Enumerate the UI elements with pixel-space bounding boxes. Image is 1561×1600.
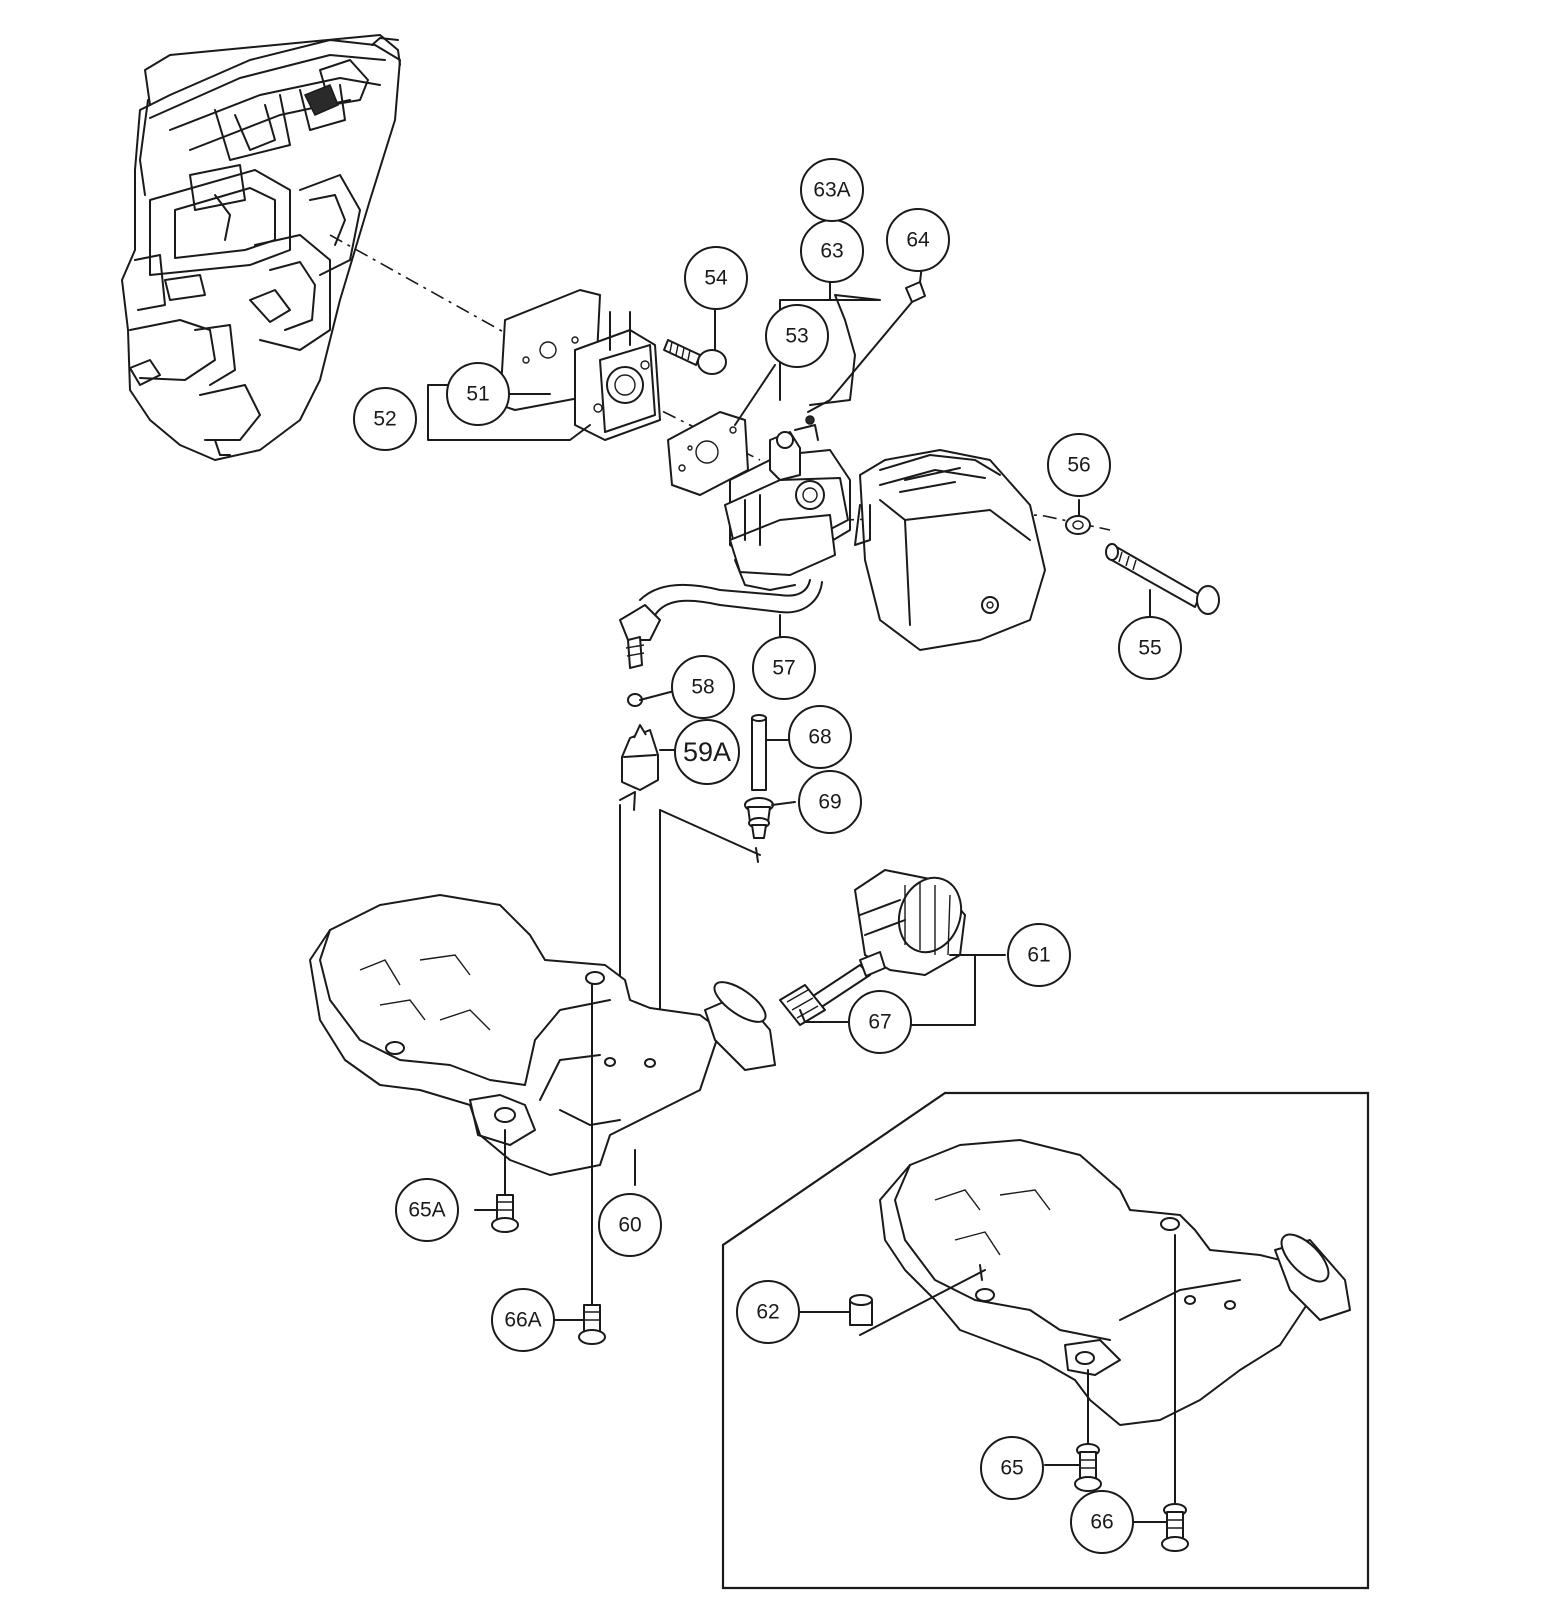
callout-65A: 65A xyxy=(395,1178,459,1242)
svg-text:52: 52 xyxy=(373,408,396,431)
svg-text:68: 68 xyxy=(808,726,831,749)
svg-text:54: 54 xyxy=(704,267,728,290)
svg-text:63A: 63A xyxy=(813,179,850,202)
callout-54: 54 xyxy=(684,246,748,310)
callout-56: 56 xyxy=(1047,433,1111,497)
center-line-engine-to-insulator xyxy=(329,234,761,461)
svg-text:64: 64 xyxy=(906,229,930,252)
insulator-block-52 xyxy=(574,311,661,441)
callout-67: 67 xyxy=(848,990,912,1054)
bolt-55 xyxy=(1105,543,1220,615)
svg-text:53: 53 xyxy=(785,325,808,348)
callout-59A: 59A xyxy=(674,719,740,785)
callout-57: 57 xyxy=(752,636,816,700)
bolt-66A xyxy=(578,1304,606,1345)
collar-62 xyxy=(849,1294,873,1326)
svg-text:65: 65 xyxy=(1000,1457,1023,1480)
screw-54 xyxy=(663,339,727,375)
svg-text:66A: 66A xyxy=(504,1309,541,1332)
callout-55: 55 xyxy=(1118,616,1182,680)
callout-63A: 63A xyxy=(800,158,864,222)
svg-text:69: 69 xyxy=(818,791,841,814)
svg-text:62: 62 xyxy=(756,1301,779,1324)
svg-text:58: 58 xyxy=(691,676,714,699)
callout-64: 64 xyxy=(886,208,950,272)
nut-56 xyxy=(1065,515,1091,535)
svg-text:63: 63 xyxy=(820,240,843,263)
breather-tube-68 xyxy=(751,714,767,791)
svg-text:60: 60 xyxy=(618,1214,641,1237)
svg-text:56: 56 xyxy=(1067,454,1090,477)
svg-text:55: 55 xyxy=(1138,637,1161,660)
svg-text:61: 61 xyxy=(1027,944,1050,967)
collar-62-leader xyxy=(859,1269,986,1336)
callout-69: 69 xyxy=(798,770,862,834)
engine-illustration xyxy=(121,34,401,461)
strainer-67 xyxy=(779,951,886,1026)
svg-text:51: 51 xyxy=(466,383,489,406)
callout-52: 52 xyxy=(353,387,417,451)
svg-text:65A: 65A xyxy=(408,1199,445,1222)
callout-51: 51 xyxy=(446,362,510,426)
callout-66A: 66A xyxy=(491,1288,555,1352)
svg-text:66: 66 xyxy=(1090,1511,1113,1534)
air-cleaner-cover xyxy=(854,449,1046,651)
inset-fuel-tank xyxy=(879,1139,1311,1426)
inset-frame xyxy=(721,1091,1370,1590)
bolt-66 xyxy=(1161,1503,1189,1552)
bolt-65A xyxy=(491,1194,519,1233)
callout-60: 60 xyxy=(598,1193,662,1257)
callout-65: 65 xyxy=(980,1436,1044,1500)
svg-text:57: 57 xyxy=(772,657,795,680)
callout-53: 53 xyxy=(765,304,829,368)
vent-line-leader xyxy=(659,809,761,856)
leader-lines xyxy=(427,264,1168,1523)
fuel-filter-59A xyxy=(621,724,659,791)
callout-63: 63 xyxy=(800,219,864,283)
inset-filler-neck xyxy=(1274,1233,1351,1321)
callout-68: 68 xyxy=(788,705,852,769)
clip-64 xyxy=(807,281,926,413)
callout-62: 62 xyxy=(736,1280,800,1344)
grommet-69 xyxy=(744,797,774,839)
carburetor xyxy=(724,415,851,591)
bolt-65 xyxy=(1074,1443,1102,1492)
fuel-cap-61 xyxy=(854,869,966,976)
callout-61: 61 xyxy=(1007,923,1071,987)
svg-text:67: 67 xyxy=(868,1011,891,1034)
fuel-line-leader xyxy=(619,791,636,811)
svg-text:59A: 59A xyxy=(683,737,731,767)
callout-66: 66 xyxy=(1070,1490,1134,1554)
callout-58: 58 xyxy=(671,655,735,719)
fuel-pipe-57 xyxy=(619,579,823,669)
tank-filler-neck xyxy=(704,981,776,1071)
fuel-tank-60 xyxy=(309,894,721,1176)
